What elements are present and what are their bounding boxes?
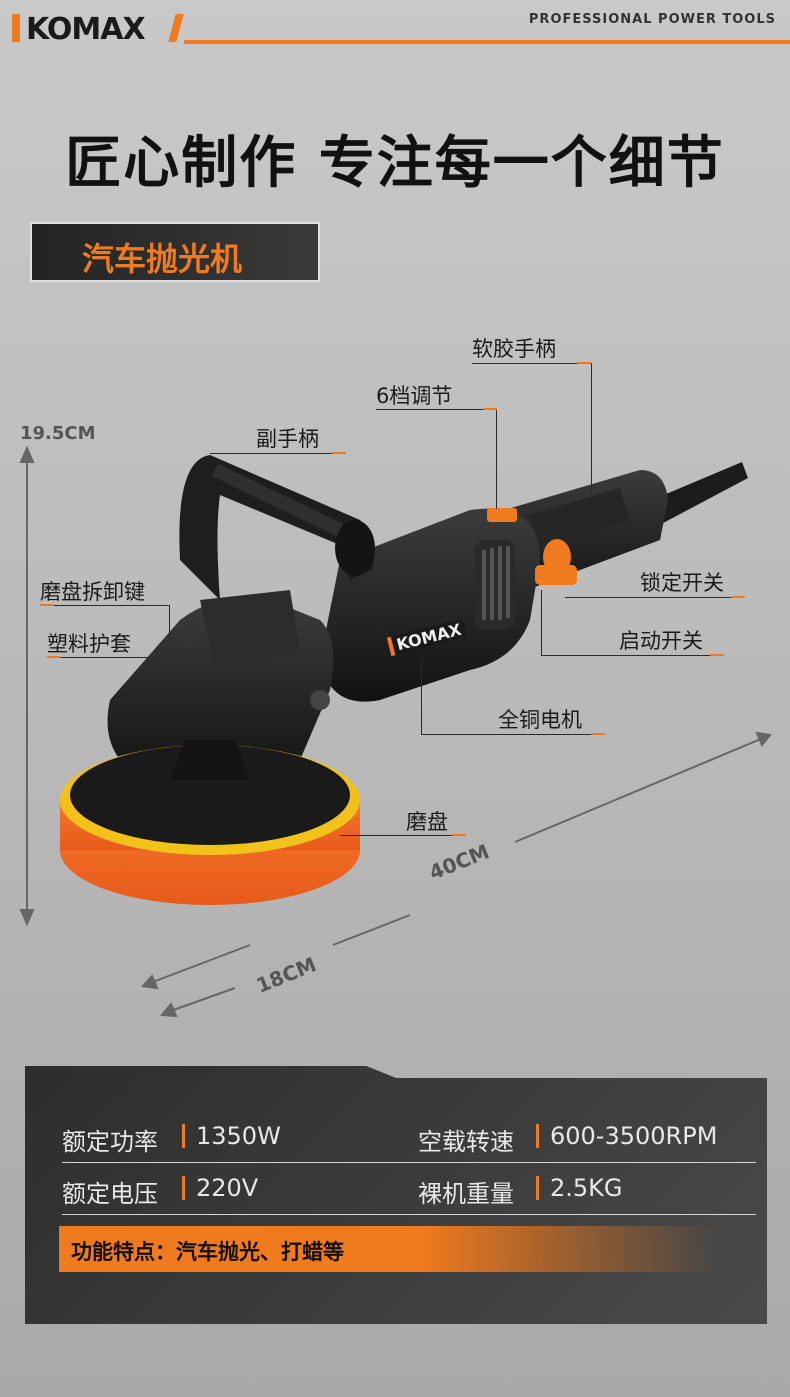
- accent-tick: [452, 834, 466, 836]
- polishing-pad: [60, 740, 360, 905]
- feature-banner: 功能特点：汽车抛光、打蜡等: [59, 1226, 719, 1272]
- leader-line: [169, 605, 170, 645]
- logo-bar-icon: [12, 14, 20, 42]
- spec-label: 额定电压: [62, 1180, 158, 1208]
- brand-logo: KOMAX: [10, 8, 184, 47]
- spec-value: 600-3500RPM: [550, 1122, 718, 1150]
- callout-six-speed: 6档调节: [376, 384, 453, 408]
- spec-value: 1350W: [196, 1122, 281, 1150]
- spec-row: 额定电压 220V 裸机重量 2.5KG: [62, 1162, 756, 1215]
- spec-label: 裸机重量: [418, 1180, 514, 1208]
- leader-line: [591, 363, 592, 493]
- aux-handle: [179, 455, 375, 600]
- header-accent-line: [184, 40, 790, 44]
- leader-line: [210, 453, 346, 454]
- product-badge-label: 汽车抛光机: [82, 240, 243, 278]
- dimension-height-label: 19.5CM: [20, 423, 96, 444]
- leader-line: [40, 605, 170, 606]
- spec-row: 额定功率 1350W 空载转速 600-3500RPM: [62, 1110, 756, 1163]
- spec-separator: [536, 1176, 539, 1200]
- leader-line: [421, 660, 422, 735]
- accent-tick: [731, 596, 745, 598]
- leader-line: [376, 409, 497, 410]
- callout-plastic-cover: 塑料护套: [47, 632, 131, 656]
- spec-label: 空载转速: [418, 1128, 514, 1156]
- product-badge: 汽车抛光机: [30, 222, 320, 282]
- leader-line: [496, 409, 497, 509]
- specs-panel: 额定功率 1350W 空载转速 600-3500RPM 额定电压 220V 裸机…: [25, 1066, 767, 1324]
- callout-soft-handle: 软胶手柄: [472, 337, 556, 361]
- accent-tick: [47, 656, 61, 658]
- tagline: PROFESSIONAL POWER TOOLS: [528, 12, 776, 27]
- spec-label: 额定功率: [62, 1128, 158, 1156]
- accent-tick: [40, 604, 54, 606]
- page-headline: 匠心制作 专注每一个细节: [65, 131, 725, 196]
- callout-lock-switch: 锁定开关: [640, 571, 724, 595]
- dimension-arrows: [19, 445, 772, 1018]
- accent-tick: [483, 408, 497, 410]
- spec-separator: [536, 1124, 539, 1148]
- callout-disc-release: 磨盘拆卸键: [40, 580, 145, 604]
- accent-tick: [577, 362, 591, 364]
- feature-text: 功能特点：汽车抛光、打蜡等: [71, 1240, 344, 1264]
- spec-separator: [182, 1176, 185, 1200]
- spec-value: 220V: [196, 1174, 259, 1202]
- accent-tick: [332, 452, 346, 454]
- leader-line: [340, 835, 466, 836]
- leader-line: [565, 597, 745, 598]
- callout-start-switch: 启动开关: [619, 629, 703, 653]
- accent-tick: [591, 733, 605, 735]
- cable-tail: [640, 462, 748, 530]
- spec-separator: [182, 1124, 185, 1148]
- leader-line: [47, 657, 157, 658]
- polisher-illustration: [60, 455, 748, 905]
- leader-line: [472, 363, 592, 364]
- gear-head: [107, 590, 334, 786]
- leader-line: [541, 655, 724, 656]
- spec-value: 2.5KG: [550, 1174, 623, 1202]
- motor-body: [320, 508, 577, 702]
- brand-name: KOMAX: [26, 12, 146, 47]
- leader-line: [541, 590, 542, 656]
- callout-aux-handle: 副手柄: [256, 427, 319, 451]
- accent-tick: [710, 654, 724, 656]
- callout-disc: 磨盘: [406, 810, 448, 834]
- leader-line: [421, 734, 605, 735]
- callout-copper-motor: 全铜电机: [498, 708, 582, 732]
